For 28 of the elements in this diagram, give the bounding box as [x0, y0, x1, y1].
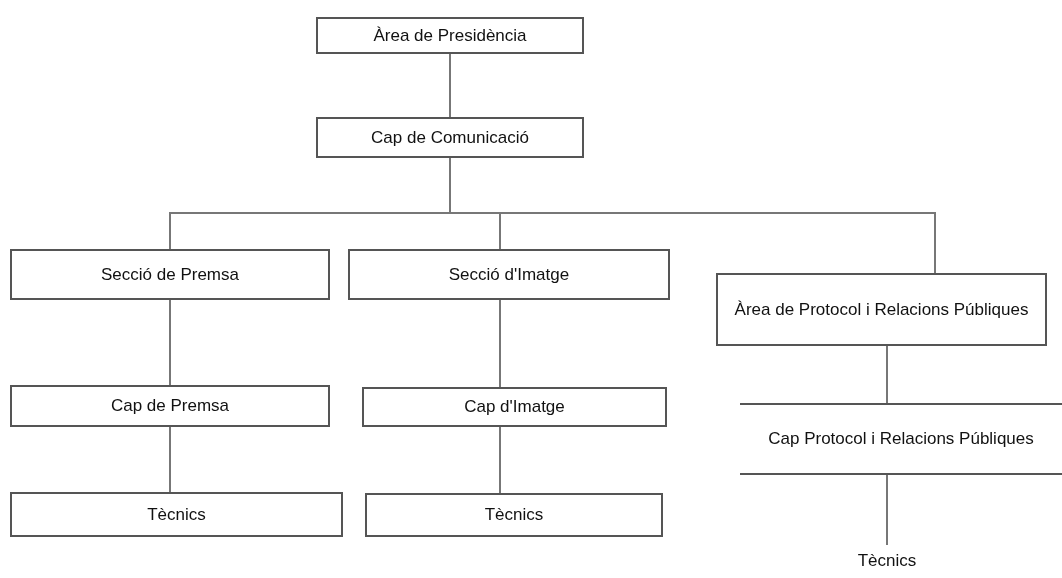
- position-title: Cap de Premsa: [110, 395, 230, 417]
- org-box: [716, 273, 1047, 346]
- position-title: Àrea de Protocol i Relacions Públiques: [734, 298, 1029, 321]
- connector-line: [886, 345, 888, 404]
- org-box: [316, 17, 584, 54]
- connector-line: [169, 299, 171, 386]
- org-box: [10, 249, 330, 300]
- connector-line: [499, 299, 501, 388]
- connector-line: [499, 426, 501, 494]
- connector-line: [886, 474, 888, 546]
- position-title: Secció d'Imatge: [448, 263, 570, 286]
- position-title: Cap Protocol i Relacions Públiques: [768, 428, 1034, 450]
- org-box: [740, 403, 1062, 475]
- connector-line: [449, 53, 451, 118]
- position-title: Tècnics: [857, 550, 917, 572]
- position-title: Tècnics: [147, 503, 206, 526]
- org-box: [365, 493, 663, 537]
- connector-line: [169, 426, 171, 493]
- org-box: [316, 117, 584, 158]
- org-box: [362, 387, 667, 427]
- position-title: Cap de Comunicació: [371, 126, 529, 149]
- org-box: [10, 385, 330, 427]
- position-title: Secció de Premsa: [101, 263, 239, 286]
- org-box: [10, 492, 343, 537]
- org-box: [348, 249, 670, 300]
- position-title: Cap d'Imatge: [464, 396, 565, 418]
- position-title: Tècnics: [484, 504, 544, 526]
- position-title: Àrea de Presidència: [373, 24, 527, 47]
